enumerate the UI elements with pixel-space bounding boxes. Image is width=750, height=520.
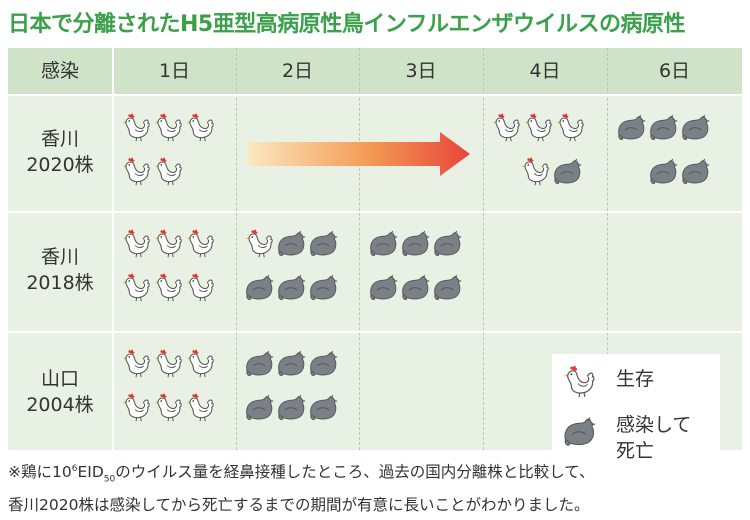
footnote: ※鶏に106EID50のウイルス量を経鼻接種したところ、過去の国内分離株と比較し… xyxy=(8,456,748,518)
row-label-line2: 2018株 xyxy=(26,272,94,294)
alive-chicken-icon xyxy=(185,348,215,378)
alive-chicken-icon xyxy=(520,156,550,186)
row-label-line1: 山口 xyxy=(40,368,79,390)
row-label-line1: 香川 xyxy=(40,128,79,150)
dead-chicken-icon xyxy=(648,112,678,142)
alive-chicken-icon xyxy=(153,112,183,142)
column-divider xyxy=(112,48,114,450)
column-divider xyxy=(359,48,360,450)
dead-chicken-icon xyxy=(308,392,338,422)
row-label-line2: 2020株 xyxy=(26,154,94,176)
row-divider xyxy=(8,94,742,96)
legend-alive-label: 生存 xyxy=(616,368,655,390)
row-label-yamaguchi-2004: 山口 2004株 xyxy=(8,366,112,418)
alive-chicken-icon xyxy=(185,228,215,258)
dead-chicken-icon xyxy=(400,272,430,302)
dead-chicken-icon xyxy=(400,228,430,258)
dead-chicken-icon xyxy=(308,272,338,302)
alive-chicken-icon xyxy=(121,392,151,422)
column-divider xyxy=(607,48,608,450)
alive-chicken-icon xyxy=(121,272,151,302)
dead-chicken-icon xyxy=(368,228,398,258)
dead-chicken-icon xyxy=(432,228,462,258)
alive-chicken-icon xyxy=(153,228,183,258)
dead-chicken-icon xyxy=(276,228,306,258)
alive-chicken-icon xyxy=(555,112,585,142)
legend-dead-label-line1: 感染して xyxy=(616,414,692,436)
dead-chicken-icon xyxy=(276,348,306,378)
alive-chicken-icon xyxy=(121,156,151,186)
alive-chicken-icon xyxy=(491,112,521,142)
footnote-line2: 香川2020株は感染してから死亡するまでの期間が有意に長いことがわかりました。 xyxy=(8,496,590,515)
alive-chicken-icon xyxy=(153,392,183,422)
header-day-4: 4日 xyxy=(529,60,561,82)
footnote-subscript: 50 xyxy=(103,474,116,485)
dead-chicken-icon xyxy=(244,392,274,422)
dead-chicken-icon xyxy=(244,348,274,378)
alive-chicken-icon xyxy=(185,392,215,422)
footnote-line1: ※鶏に106EID50のウイルス量を経鼻接種したところ、過去の国内分離株と比較し… xyxy=(8,456,748,492)
alive-chicken-icon xyxy=(121,112,151,142)
progression-arrow-icon xyxy=(248,132,470,176)
legend-dead-label-line2: 死亡 xyxy=(616,440,655,462)
table-header xyxy=(8,48,742,94)
dead-chicken-icon xyxy=(244,272,274,302)
row-label-kagawa-2018: 香川 2018株 xyxy=(8,244,112,296)
footnote-superscript: 6 xyxy=(71,464,78,474)
alive-chicken-icon xyxy=(185,112,215,142)
alive-chicken-icon xyxy=(121,348,151,378)
row-label-line2: 2004株 xyxy=(26,394,94,416)
dead-chicken-icon xyxy=(308,348,338,378)
column-divider xyxy=(236,48,237,450)
header-day-1: 1日 xyxy=(158,60,191,82)
row-label-line1: 香川 xyxy=(40,246,79,268)
footnote-text: ※鶏に10 xyxy=(8,463,72,482)
alive-chicken-icon xyxy=(153,348,183,378)
header-day-3: 3日 xyxy=(405,60,437,82)
dead-chicken-icon xyxy=(276,272,306,302)
dead-chicken-icon xyxy=(276,392,306,422)
header-infection-label: 感染 xyxy=(40,60,79,82)
figure-title: 日本で分離されたH5亜型高病原性鳥インフルエンザウイルスの病原性 xyxy=(8,12,686,37)
pathogenicity-table: 感染 1日 2日 3日 4日 6日 香川 2020株 香川 2018株 山口 2… xyxy=(8,48,742,474)
dead-chicken-icon xyxy=(368,272,398,302)
alive-chicken-icon xyxy=(121,228,151,258)
footnote-text: のウイルス量を経鼻接種したところ、過去の国内分離株と比較して、 xyxy=(115,463,595,482)
header-day-2: 2日 xyxy=(281,60,314,82)
legend: 生存 感染して 死亡 xyxy=(552,354,720,474)
dead-chicken-icon xyxy=(680,112,710,142)
header-day-6: 6日 xyxy=(658,60,691,82)
dead-chicken-icon xyxy=(308,228,338,258)
alive-chicken-icon xyxy=(153,272,183,302)
alive-chicken-icon xyxy=(562,364,596,398)
row-divider xyxy=(8,331,742,333)
dead-chicken-icon xyxy=(562,414,596,448)
alive-chicken-icon xyxy=(244,228,274,258)
dead-chicken-icon xyxy=(432,272,462,302)
alive-chicken-icon xyxy=(185,272,215,302)
dead-chicken-icon xyxy=(680,156,710,186)
dead-chicken-icon xyxy=(616,112,646,142)
column-divider xyxy=(483,48,484,450)
dead-chicken-icon xyxy=(552,156,582,186)
row-label-kagawa-2020: 香川 2020株 xyxy=(8,126,112,178)
row-divider xyxy=(8,211,742,213)
footnote-text: EID xyxy=(77,463,104,482)
alive-chicken-icon xyxy=(153,156,183,186)
dead-chicken-icon xyxy=(648,156,678,186)
alive-chicken-icon xyxy=(523,112,553,142)
